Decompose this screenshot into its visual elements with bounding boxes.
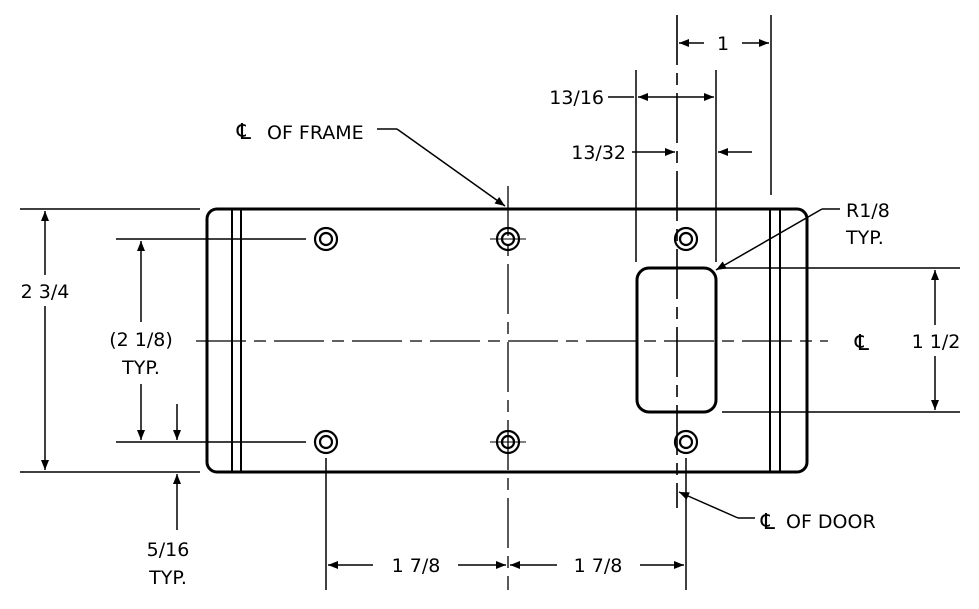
dimension-hole-spacing-horizontal: 1 7/8 1 7/8 (325, 458, 687, 590)
dimension-slot-height: 1 1/2 ℄ (722, 267, 961, 413)
dimension-edge-offset-typ: TYP. (148, 567, 187, 589)
dimension-width-overall-label: 1 (717, 33, 729, 55)
frame-centerline-label: OF FRAME (267, 122, 364, 144)
callout-corner-radius: R1/8 TYP. (715, 200, 890, 271)
dimension-slot-height-label: 1 1/2 (912, 331, 961, 353)
mounting-hole-top-left (313, 226, 339, 252)
mounting-hole-bottom-left (313, 429, 339, 455)
corner-radius-label: R1/8 (846, 200, 890, 222)
dimension-edge-offset-label: 5/16 (147, 539, 190, 561)
dimension-hole-spacing-right-label: 1 7/8 (574, 555, 623, 577)
dimension-hole-spacing-vertical-label: (2 1/8) (109, 329, 173, 351)
dimension-width-overall: 1 (679, 15, 772, 195)
dimension-slot-width: 13/16 (549, 70, 717, 262)
dimension-hole-spacing-left-label: 1 7/8 (392, 555, 441, 577)
callout-door-centerline: ℄ OF DOOR (678, 491, 876, 535)
corner-radius-typ-label: TYP. (845, 227, 884, 249)
dimension-slot-offset: 13/32 (571, 142, 752, 164)
mounting-hole-top-center (490, 226, 526, 252)
callout-frame-centerline: ℄ OF FRAME (236, 120, 506, 207)
dimension-slot-offset-label: 13/32 (571, 142, 626, 164)
mounting-hole-top-right (673, 226, 699, 252)
horizontal-centerline-symbol: ℄ (854, 331, 870, 356)
mounting-hole-bottom-right (673, 429, 699, 455)
dimension-hole-spacing-vertical-typ: TYP. (121, 357, 160, 379)
dimension-height-overall: 2 3/4 (20, 208, 200, 473)
door-centerline-symbol: ℄ (760, 510, 776, 535)
dimension-slot-width-label: 13/16 (549, 87, 604, 109)
mounting-hole-bottom-center (490, 429, 526, 455)
door-centerline-label: OF DOOR (786, 511, 876, 533)
dimension-hole-spacing-vertical: (2 1/8) TYP. (109, 238, 306, 443)
frame-centerline-symbol: ℄ (236, 120, 252, 145)
dimension-height-overall-label: 2 3/4 (21, 281, 70, 303)
dimension-edge-offset: 5/16 TYP. (147, 404, 190, 589)
